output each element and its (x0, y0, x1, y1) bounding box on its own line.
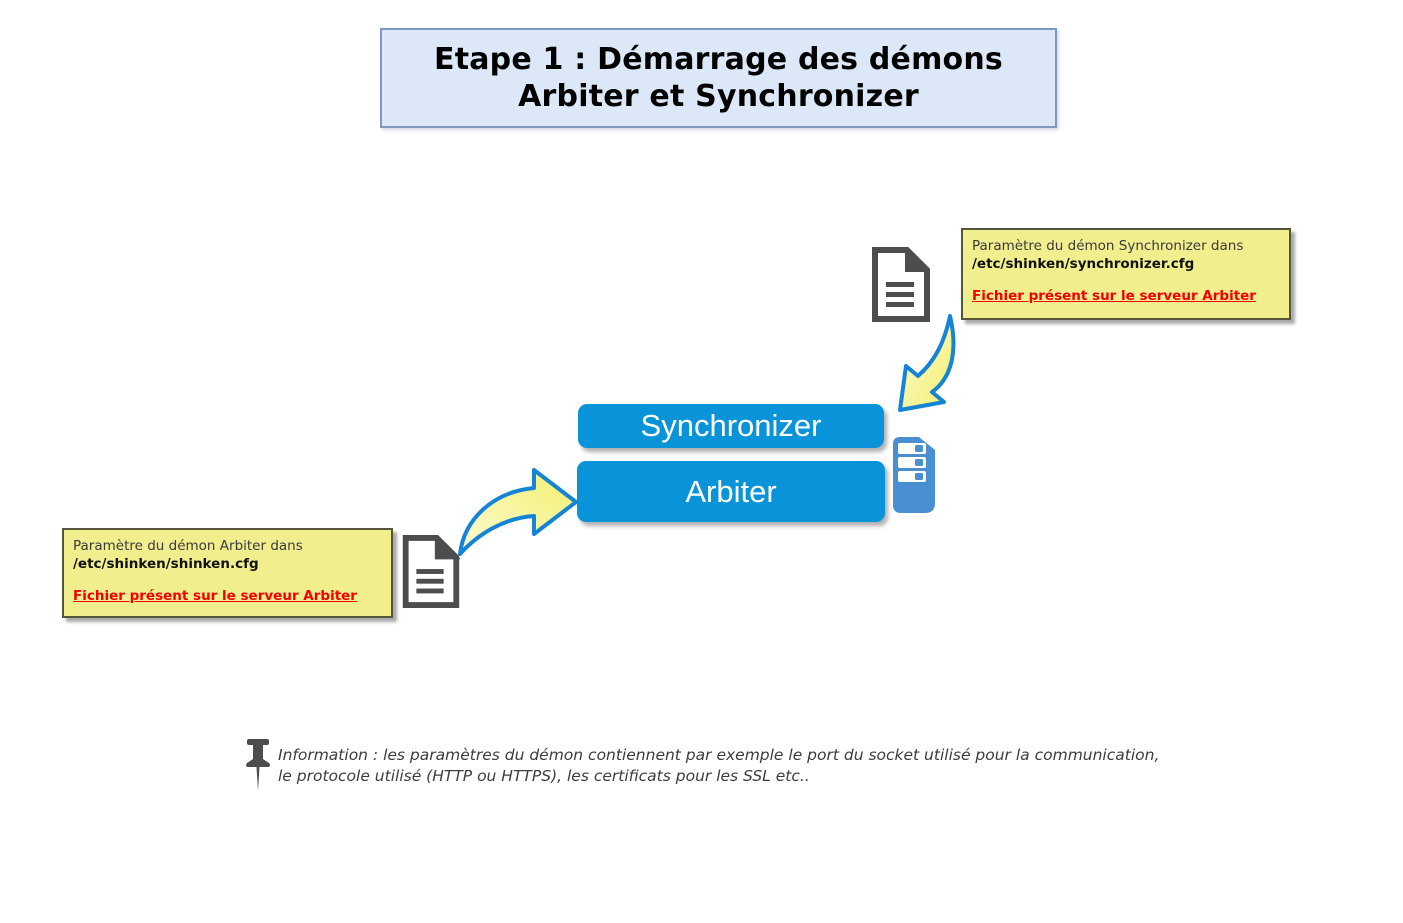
pushpin-icon (245, 739, 271, 797)
note-arbiter-text: Paramètre du démon Arbiter dans (73, 538, 303, 554)
curved-arrow-right-icon (452, 458, 582, 562)
diagram-title-line2: Arbiter et Synchronizer (518, 79, 919, 114)
information-note-line2: le protocole utilisé (HTTP ou HTTPS), le… (278, 767, 810, 785)
server-icon (892, 436, 936, 518)
document-icon (870, 245, 932, 326)
daemon-box-synchronizer: Synchronizer (578, 404, 884, 448)
document-icon (400, 533, 461, 612)
daemon-synchronizer-label: Synchronizer (640, 408, 822, 443)
daemon-box-arbiter: Arbiter (577, 461, 885, 522)
note-arbiter-link[interactable]: Fichier présent sur le serveur Arbiter (73, 588, 357, 604)
note-synchronizer-link[interactable]: Fichier présent sur le serveur Arbiter (972, 288, 1256, 304)
information-note-line1: Information : les paramètres du démon co… (278, 746, 1160, 764)
curved-arrow-down-left-icon (890, 314, 962, 418)
note-synchronizer-path: /etc/shinken/synchronizer.cfg (972, 256, 1195, 272)
daemon-arbiter-label: Arbiter (685, 473, 777, 509)
note-synchronizer-config: Paramètre du démon Synchronizer dans /et… (961, 228, 1291, 320)
note-arbiter-config: Paramètre du démon Arbiter dans /etc/shi… (62, 528, 393, 618)
note-synchronizer-text: Paramètre du démon Synchronizer dans (972, 238, 1244, 254)
note-arbiter-path: /etc/shinken/shinken.cfg (73, 556, 259, 572)
diagram-title-box: Etape 1 : Démarrage des démons Arbiter e… (380, 28, 1057, 128)
information-note: Information : les paramètres du démon co… (278, 745, 1238, 787)
diagram-title-line1: Etape 1 : Démarrage des démons (434, 42, 1003, 77)
